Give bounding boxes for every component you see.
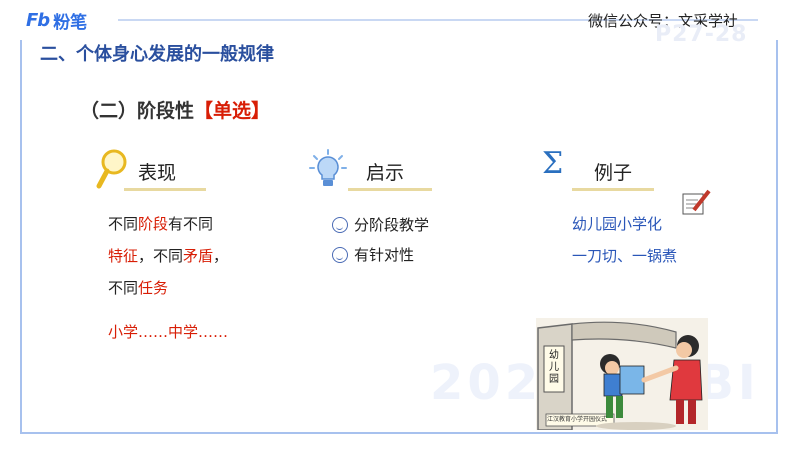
implication-text: 分阶段教学 xyxy=(354,216,430,234)
manifestation-text: 不同阶段有不同 特征，不同矛盾， 不同任务 xyxy=(108,210,228,302)
manifestation-line: 不同阶段有不同 xyxy=(108,210,228,238)
column-head-implication: 启示 xyxy=(348,158,432,191)
illustration-plaque: 江汉教育小学开园仪式 xyxy=(547,416,608,423)
column-label: 例子 xyxy=(594,162,633,184)
text-run: ， xyxy=(213,247,229,265)
implication-item: 分阶段教学 xyxy=(332,210,429,240)
cartoon-illustration: 幼儿园 江汉教育小学开园仪式 xyxy=(536,318,708,430)
text-run: ，不同 xyxy=(138,247,184,265)
sub-title: （二）阶段性【单选】 xyxy=(80,96,270,123)
page-reference: P27-28 xyxy=(655,22,748,47)
wechat-account: 微信公众号：文采学社 xyxy=(588,12,739,30)
implication-list: 分阶段教学 有针对性 xyxy=(332,210,429,270)
column-head-examples: 例子 xyxy=(572,158,654,191)
slide-frame xyxy=(20,40,778,434)
sub-title-text: （二）阶段性 xyxy=(80,100,195,122)
magnifier-icon xyxy=(96,148,130,194)
manifestation-line: 不同任务 xyxy=(108,274,228,302)
example-item: 一刀切、一锅煮 xyxy=(572,247,678,265)
manifestation-line: 特征，不同矛盾， xyxy=(108,242,228,270)
column-label: 表现 xyxy=(138,162,177,184)
logo-text: 粉笔 xyxy=(53,13,88,33)
illustration-sign: 幼儿园 xyxy=(549,350,559,385)
example-list: 幼儿园小学化 一刀切、一锅煮 xyxy=(572,208,677,272)
column-underline xyxy=(124,188,206,191)
section-title: 二、个体身心发展的一般规律 xyxy=(40,44,274,65)
lightbulb-icon xyxy=(308,148,348,194)
header-divider xyxy=(118,19,758,21)
sigma-icon: Σ xyxy=(542,146,564,181)
keyword-stage: 阶段 xyxy=(138,215,169,233)
keyword-task: 任务 xyxy=(138,279,169,297)
implication-item: 有针对性 xyxy=(332,240,429,270)
question-type-tag: 【单选】 xyxy=(194,100,271,122)
implication-text: 有针对性 xyxy=(354,246,415,264)
example-item: 幼儿园小学化 xyxy=(572,215,663,233)
column-underline xyxy=(572,188,654,191)
text-run: 不同 xyxy=(108,279,139,297)
smiley-icon xyxy=(332,247,348,263)
column-head-manifestation: 表现 xyxy=(124,158,206,191)
column-label: 启示 xyxy=(366,162,405,184)
pencil-note-icon xyxy=(682,188,712,220)
column-underline xyxy=(348,188,432,191)
keyword-contradiction: 矛盾 xyxy=(183,247,214,265)
text-run: 有不同 xyxy=(168,215,214,233)
brand-logo: Fb 粉笔 xyxy=(26,8,87,33)
logo-mark: Fb xyxy=(26,10,50,31)
keyword-feature: 特征 xyxy=(108,247,139,265)
text-run: 不同 xyxy=(108,215,139,233)
school-example: 小学……中学…… xyxy=(108,323,229,341)
smiley-icon xyxy=(332,217,348,233)
